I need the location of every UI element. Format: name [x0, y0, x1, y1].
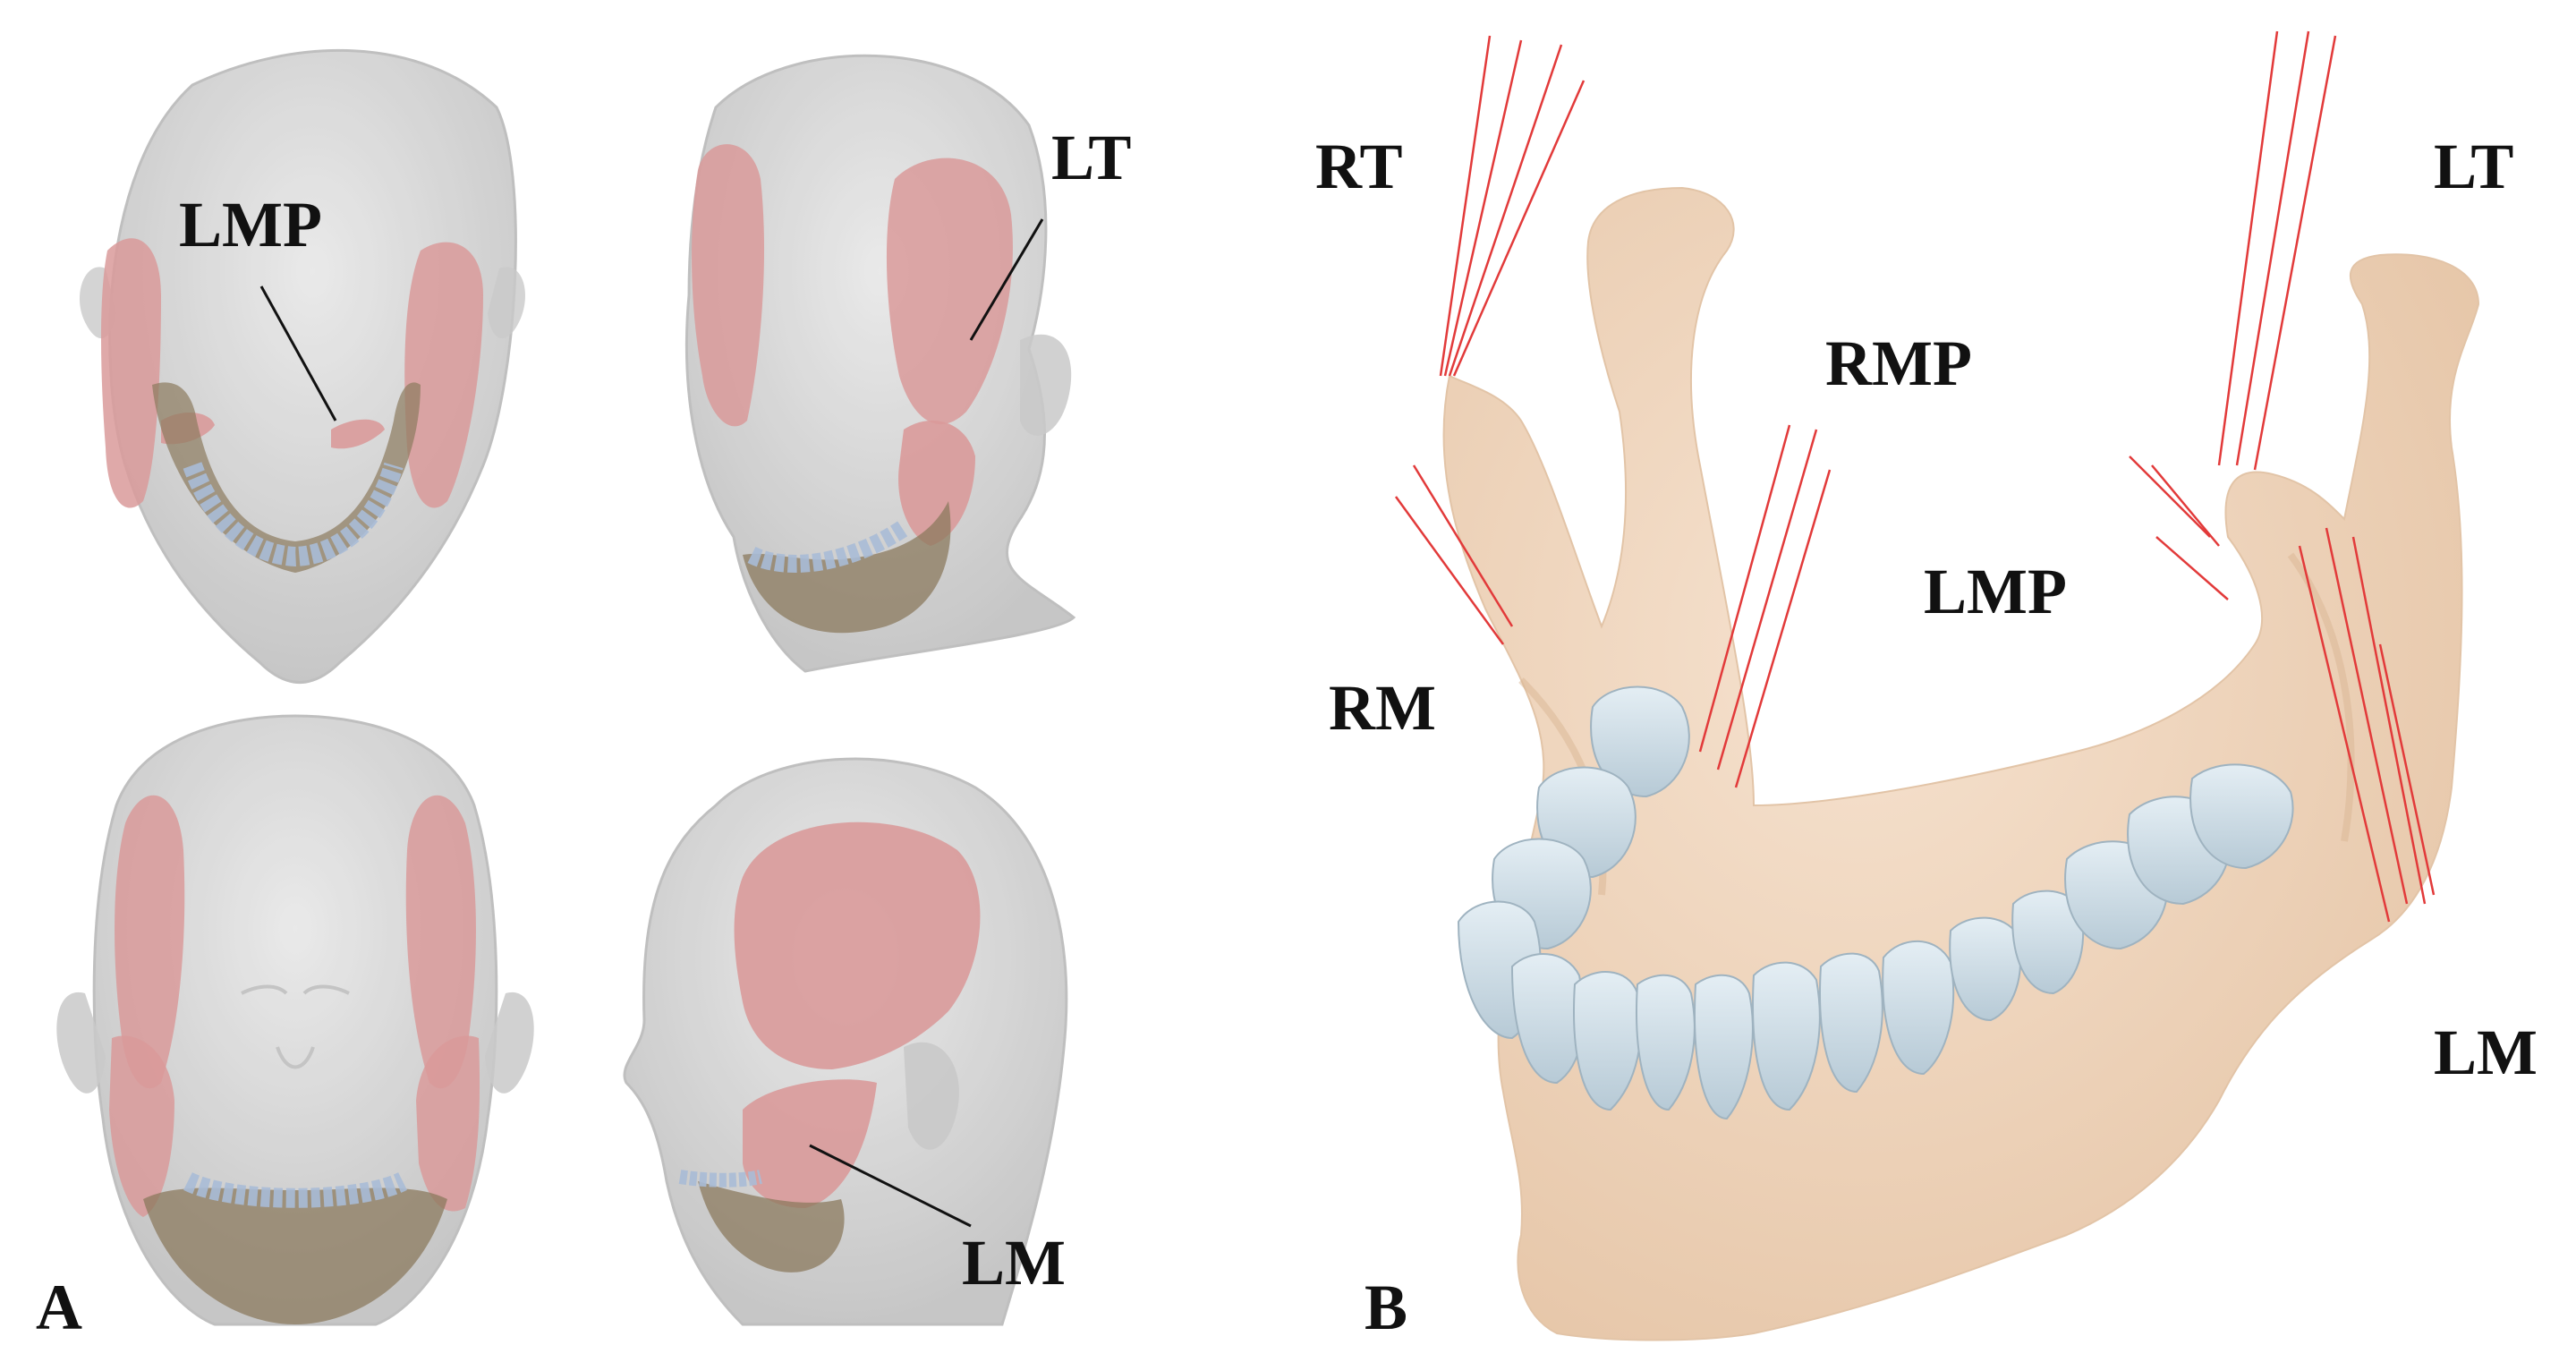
- premolar-left-1: [1949, 916, 2022, 1022]
- lmp-leader-line: [259, 285, 337, 421]
- label-lt-b: LT: [2434, 131, 2513, 202]
- temporalis-muscle-side: [734, 821, 981, 1069]
- canine-left: [1882, 940, 1955, 1076]
- label-lmp-a: LMP: [179, 189, 322, 260]
- right-temporalis-muscle-front: [405, 795, 476, 1089]
- teeth-arch-top-view: [183, 462, 404, 567]
- label-rm: RM: [1329, 672, 1436, 744]
- mandible-side: [698, 1181, 845, 1273]
- label-rmp: RMP: [1825, 328, 1972, 399]
- right-temporalis-muscle: [404, 242, 483, 508]
- head-top-view: LMP: [79, 48, 525, 684]
- mandible-oblique: [743, 501, 951, 634]
- left-masseter-muscle-front: [109, 1035, 174, 1217]
- left-temporalis-muscle: [101, 238, 161, 508]
- head-side-view: LM: [623, 757, 1068, 1326]
- panel-b: RT LT RMP LMP RM LM B: [1315, 30, 2538, 1343]
- right-medial-pterygoid-muscle: [331, 419, 385, 449]
- molar-left-3: [2189, 763, 2294, 870]
- rm-fibers: [1394, 464, 1514, 645]
- incisor-right-2: [1636, 974, 1696, 1111]
- incisor-left-2: [1819, 952, 1883, 1094]
- rt-fibers: [1439, 35, 1586, 377]
- label-panel-b: B: [1365, 1272, 1407, 1343]
- head-front-view: A: [36, 714, 534, 1343]
- label-lt-a: LT: [1051, 122, 1131, 193]
- teeth-row-side: [678, 1170, 762, 1187]
- label-panel-a: A: [36, 1272, 82, 1343]
- right-masseter-muscle-front: [416, 1035, 480, 1212]
- right-masseter-muscle-oblique: [898, 421, 975, 546]
- incisor-left-1: [1752, 961, 1821, 1111]
- masseter-muscle-side: [743, 1079, 877, 1208]
- incisor-right-1: [1694, 974, 1754, 1120]
- label-lmp-b: LMP: [1924, 556, 2067, 627]
- head-oblique-view: LT: [684, 54, 1131, 673]
- lt-fibers: [2217, 30, 2337, 471]
- left-temporalis-muscle-front: [115, 795, 185, 1089]
- rmp-fibers: [1698, 424, 1832, 788]
- teeth: [1457, 685, 2294, 1120]
- mandible-front: [143, 1187, 447, 1324]
- left-temporalis-muscle-oblique: [692, 144, 765, 427]
- right-temporalis-muscle-oblique: [886, 157, 1013, 425]
- teeth-arch-oblique: [747, 520, 909, 573]
- label-lm-a: LM: [962, 1227, 1066, 1298]
- label-rt: RT: [1315, 131, 1403, 202]
- premolar-left-2: [2011, 890, 2085, 995]
- lt-leader-line: [969, 218, 1044, 341]
- panel-a: LMP LT A: [36, 48, 1131, 1343]
- lm-leader-line: [809, 1144, 972, 1228]
- lmp-fibers: [2129, 455, 2229, 600]
- canine-right: [1573, 971, 1642, 1111]
- label-lm-b: LM: [2434, 1017, 2538, 1088]
- lm-fibers: [2298, 527, 2436, 923]
